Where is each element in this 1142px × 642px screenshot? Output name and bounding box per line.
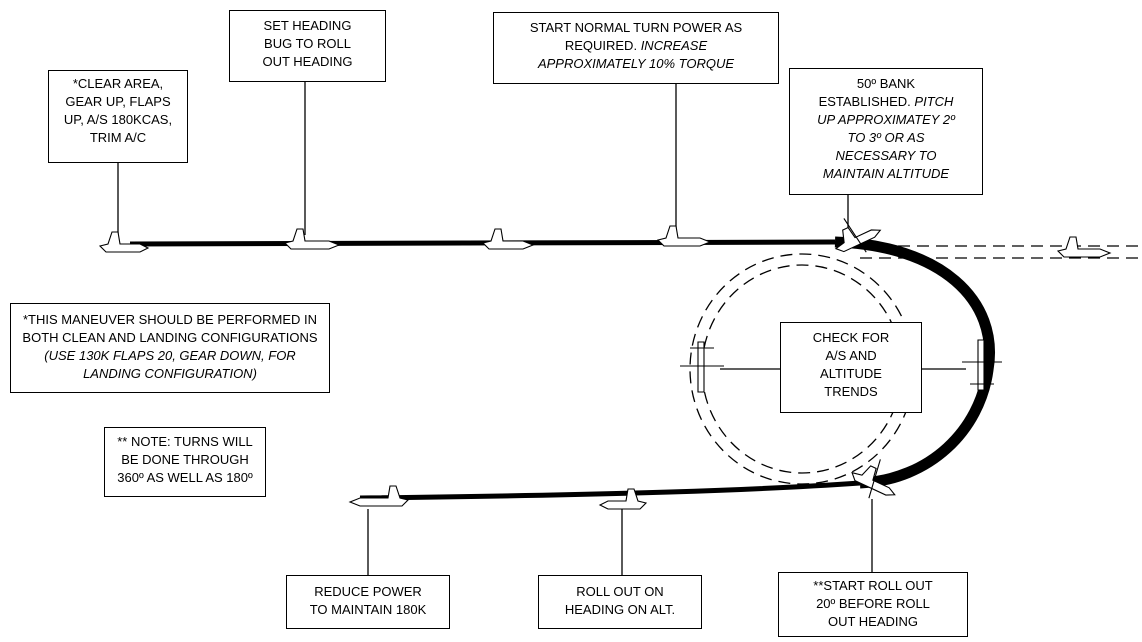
leader-lines <box>117 82 966 575</box>
aircraft-icon <box>680 341 724 393</box>
aircraft-icon <box>598 488 648 510</box>
turns-note-callout: ** NOTE: TURNS WILL BE DONE THROUGH 360º… <box>104 427 266 497</box>
clear-area-callout: *CLEAR AREA, GEAR UP, FLAPS UP, A/S 180K… <box>48 70 188 163</box>
aircraft-icon <box>283 228 341 250</box>
aircraft-icons <box>98 218 1112 510</box>
aircraft-icon <box>962 339 1002 391</box>
aircraft-icon <box>348 485 410 507</box>
reduce-power-callout: REDUCE POWER TO MAINTAIN 180K <box>286 575 450 629</box>
roll-out-callout: ROLL OUT ON HEADING ON ALT. <box>538 575 702 629</box>
aircraft-icon <box>834 218 882 253</box>
start-roll-out-callout: **START ROLL OUT 20º BEFORE ROLL OUT HEA… <box>778 572 968 637</box>
heading-bug-callout: SET HEADING BUG TO ROLL OUT HEADING <box>229 10 386 82</box>
aircraft-icon <box>656 225 712 247</box>
aircraft-icon <box>481 228 535 250</box>
start-turn-callout: START NORMAL TURN POWER AS REQUIRED. INC… <box>493 12 779 84</box>
aircraft-icon <box>98 231 150 253</box>
check-trends-callout: CHECK FOR A/S AND ALTITUDE TRENDS <box>780 322 922 413</box>
bank-established-callout: 50º BANK ESTABLISHED. PITCH UP APPROXIMA… <box>789 68 983 195</box>
aircraft-icon <box>1056 236 1112 258</box>
maneuver-note-callout: *THIS MANEUVER SHOULD BE PERFORMED IN BO… <box>10 303 330 393</box>
aircraft-icon <box>851 459 896 499</box>
